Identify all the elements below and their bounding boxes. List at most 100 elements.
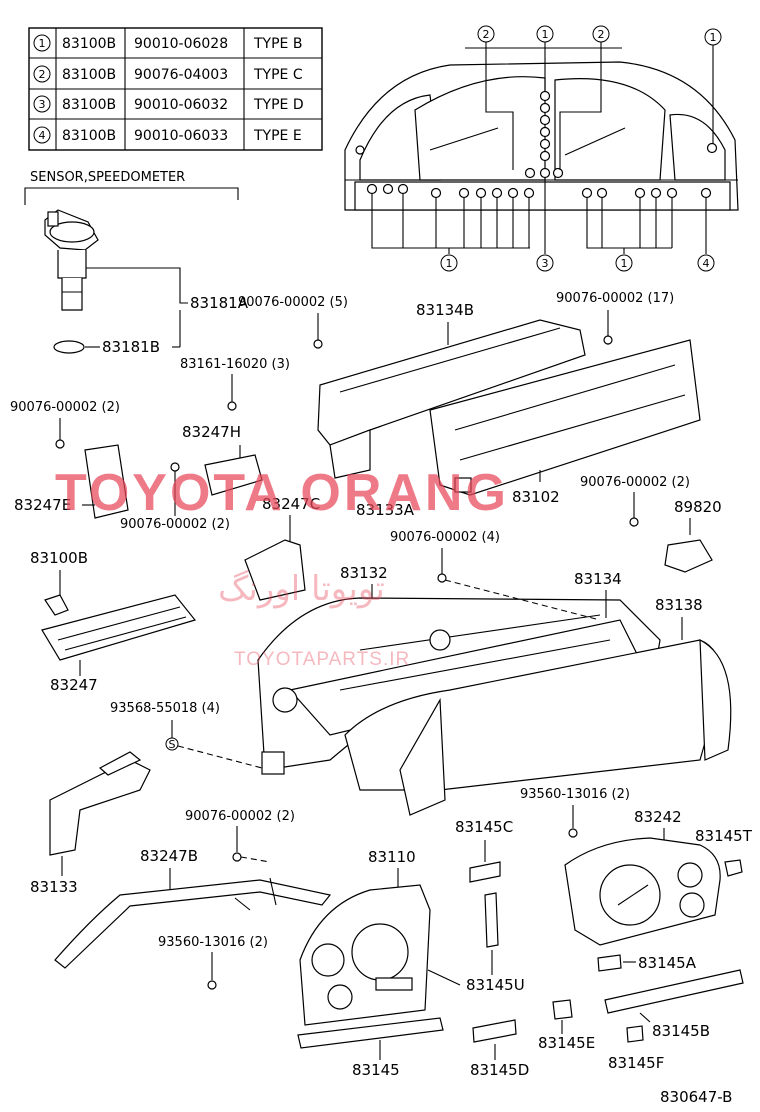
label-83247E: 83247E — [14, 496, 71, 514]
label-83242: 83242 — [634, 808, 682, 826]
table-row-number: 4 — [39, 129, 46, 142]
bracket-83247H: 83247H — [182, 423, 263, 496]
circuit-board-83102: 83102 — [429, 339, 701, 506]
label-83145T: 83145T — [695, 827, 753, 845]
table-type: TYPE B — [253, 36, 302, 52]
cluster-rear-view — [344, 42, 739, 254]
lens-83138: 83138 — [344, 596, 732, 816]
label-plate-83145A: 83145A — [597, 954, 697, 972]
label-83100B: 83100B — [30, 549, 88, 567]
screw-83161: 83161-16020 (3) — [180, 357, 290, 411]
cover-83133: 83133 — [30, 751, 151, 896]
screw-90076-2a: 90076-00002 (2) — [10, 400, 120, 449]
table-part-number: 83100B — [62, 97, 116, 113]
screw-symbol: S — [169, 738, 176, 751]
callout-number: 3 — [542, 257, 549, 270]
label-93568-55018-4: 93568-55018 (4) — [110, 701, 220, 716]
label-83181B: 83181B — [102, 338, 160, 356]
gauge-83100B: 83100B — [30, 549, 88, 616]
label-83181A: 83181A — [190, 294, 249, 312]
label-plate-83145C: 83145C — [455, 818, 513, 883]
parts-table: 1 83100B 90010-06028 TYPE B 2 83100B 900… — [28, 27, 323, 151]
diagram-reference-code: 830647-B — [660, 1088, 732, 1106]
label-83134B: 83134B — [416, 301, 474, 319]
label-83133A: 83133A — [356, 501, 415, 519]
callout-number: 1 — [621, 257, 628, 270]
bracket-83247C: 83247C — [244, 495, 320, 601]
speedometer-sensor-drawing — [44, 209, 99, 311]
label-83145: 83145 — [352, 1061, 400, 1079]
label-plate-83145D: 83145D — [470, 1019, 529, 1079]
label-83110: 83110 — [368, 848, 416, 866]
callout-number: 1 — [446, 257, 453, 270]
dial-83242: 83242 — [564, 808, 721, 946]
part-89820: 89820 — [664, 498, 722, 573]
table-type: TYPE D — [253, 97, 304, 113]
bracket-83247E: 83247E — [14, 444, 129, 519]
cluster-callouts: 2 1 2 1 1 3 1 4 — [440, 25, 722, 272]
case-83134B: 83134B — [317, 301, 586, 479]
watermark-arabic: تویوتا اورنگ — [218, 569, 385, 609]
label-90076-00002-4: 90076-00002 (4) — [390, 530, 500, 545]
label-83102: 83102 — [512, 488, 560, 506]
label-90076-00002-17: 90076-00002 (17) — [556, 291, 674, 306]
label-83133: 83133 — [30, 878, 78, 896]
speedometer-sensor-group: SENSOR,SPEEDOMETER 83181A 83181B — [24, 170, 249, 356]
table-part-number: 83100B — [62, 67, 116, 83]
callout-number: 1 — [710, 31, 717, 44]
o-ring — [53, 340, 85, 354]
label-83145D: 83145D — [470, 1061, 529, 1079]
watermark-sub: TOYOTAPARTS.IR — [234, 649, 410, 670]
dial-83110: 83110 — [299, 848, 461, 1026]
label-83247C: 83247C — [262, 495, 320, 513]
table-part-number: 83100B — [62, 128, 116, 144]
label-83138: 83138 — [655, 596, 703, 614]
table-part-number: 83100B — [62, 36, 116, 52]
label-83247: 83247 — [50, 676, 98, 694]
label-83134: 83134 — [574, 570, 622, 588]
label-90076-00002-2a: 90076-00002 (2) — [10, 400, 120, 415]
label-83145F: 83145F — [608, 1054, 664, 1072]
screw-90076-2b: 90076-00002 (2) — [120, 462, 230, 532]
part-83134: 83134 — [444, 570, 622, 621]
label-83247B: 83247B — [140, 847, 198, 865]
label-83161-16020-3: 83161-16020 (3) — [180, 357, 290, 372]
label-83145U: 83145U — [466, 976, 525, 994]
label-89820: 89820 — [674, 498, 722, 516]
table-row-number: 2 — [39, 68, 46, 81]
table-row-number: 3 — [39, 98, 46, 111]
callout-number: 1 — [542, 28, 549, 41]
sensor-group-title: SENSOR,SPEEDOMETER — [30, 170, 185, 185]
table-code: 90010-06032 — [134, 97, 228, 113]
screw-90076-2c: 90076-00002 (2) — [580, 475, 690, 527]
label-93560-13016-2b: 93560-13016 (2) — [158, 935, 268, 950]
screw-93568: 93568-55018 (4) S — [110, 701, 263, 769]
callout-number: 2 — [598, 28, 605, 41]
label-93560-13016-2a: 93560-13016 (2) — [520, 787, 630, 802]
screw-90076-4: 90076-00002 (4) — [390, 530, 500, 583]
screw-93560-b: 93560-13016 (2) — [158, 935, 268, 990]
table-code: 90076-04003 — [134, 67, 228, 83]
label-83145B: 83145B — [652, 1022, 710, 1040]
label-90076-00002-2b: 90076-00002 (2) — [120, 517, 230, 532]
label-90076-00002-5: 90076-00002 (5) — [238, 295, 348, 310]
table-code: 90010-06033 — [134, 128, 228, 144]
strip-83145: 83145 — [297, 1017, 444, 1079]
table-code: 90010-06028 — [134, 36, 228, 52]
harness-83247B: 83247B — [54, 847, 332, 969]
watermark: TOYOTA ORANG تویوتا اورنگ TOYOTAPARTS.IR — [55, 464, 509, 670]
label-83247H: 83247H — [182, 423, 241, 441]
table-type: TYPE E — [253, 128, 302, 144]
screw-90076-5: 90076-00002 (5) — [238, 295, 348, 349]
label-83132: 83132 — [340, 564, 388, 582]
table-row-number: 1 — [39, 37, 46, 50]
table-type: TYPE C — [253, 67, 303, 83]
watermark-main: TOYOTA ORANG — [55, 464, 509, 522]
label-83145C: 83145C — [455, 818, 513, 836]
screw-93560-a: 93560-13016 (2) — [520, 787, 630, 838]
label-90076-00002-2d: 90076-00002 (2) — [185, 809, 295, 824]
label-90076-00002-2c: 90076-00002 (2) — [580, 475, 690, 490]
label-plate-83145F: 83145F — [608, 1025, 664, 1072]
label-plate-83145T: 83145T — [695, 827, 753, 877]
